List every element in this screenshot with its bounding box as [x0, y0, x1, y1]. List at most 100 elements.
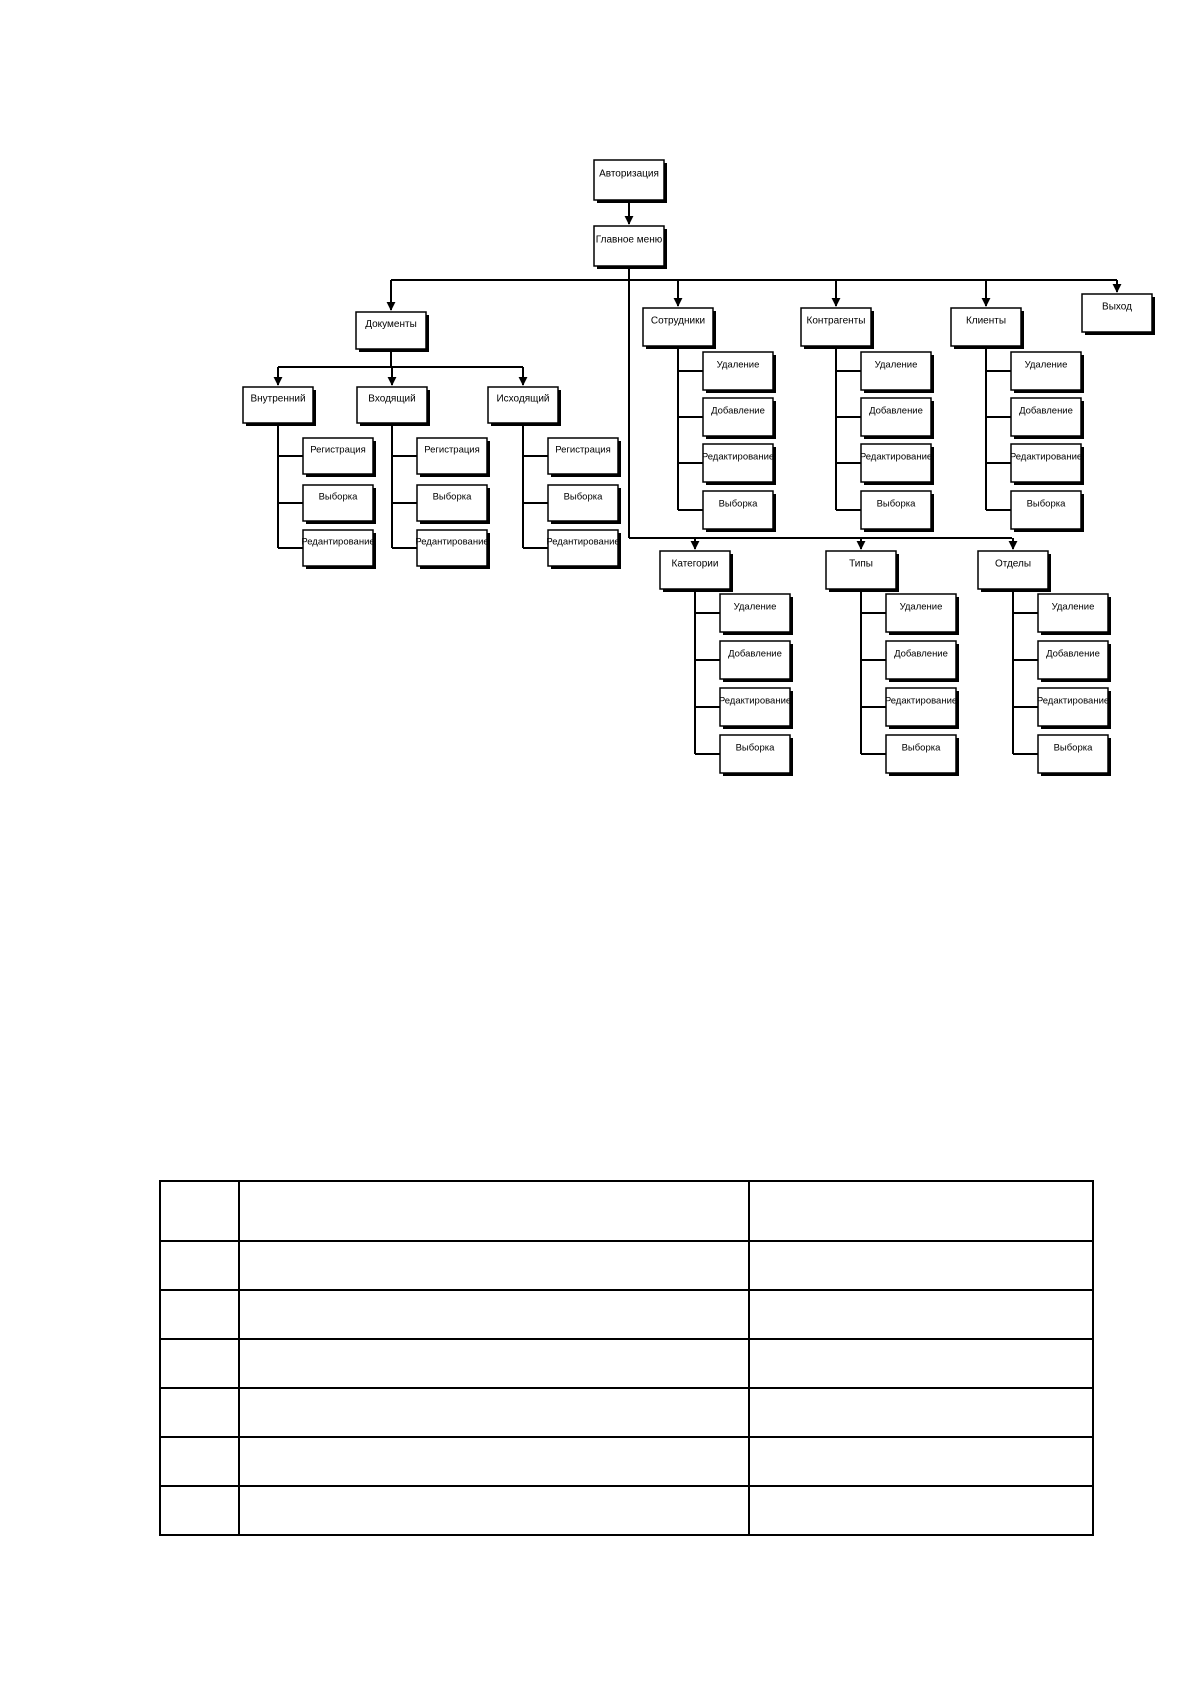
node-doc-item-2-3: Редантирование: [415, 529, 490, 569]
table-cell: [238, 1180, 750, 1242]
node-upper-item-1-2-label: Добавление: [711, 406, 765, 417]
node-lower-item-2-4-label: Выборка: [902, 743, 942, 754]
node-upper-item-3-1: Удаление: [1010, 351, 1084, 393]
node-lower-item-2-2-label: Добавление: [894, 649, 948, 660]
node-doc-item-3-2: Выборка: [547, 484, 621, 524]
node-doc-group-2: Входящий: [356, 386, 430, 426]
node-upper-item-2-4: Выборка: [860, 490, 934, 532]
node-authorization-label: Авторизация: [599, 169, 659, 180]
table-cell: [159, 1180, 240, 1242]
table-row: [159, 1240, 1094, 1291]
table-row: [159, 1436, 1094, 1487]
node-main-menu: Главное меню: [593, 225, 667, 269]
table-cell: [159, 1240, 240, 1291]
node-upper-item-1-1: Удаление: [702, 351, 776, 393]
table-cell: [159, 1289, 240, 1340]
table-cell: [748, 1240, 1094, 1291]
node-doc-item-1-2: Выборка: [302, 484, 376, 524]
node-lower-item-1-2-label: Добавление: [728, 649, 782, 660]
node-exit: Выход: [1081, 293, 1155, 335]
table-cell: [238, 1485, 750, 1536]
node-documents-label: Документы: [365, 319, 417, 330]
node-upper-item-3-3-label: Редактирование: [1010, 452, 1082, 463]
node-upper-item-1-3: Редактирование: [702, 443, 776, 485]
node-doc-item-3-3-label: Редантирование: [546, 537, 619, 548]
table-cell: [238, 1436, 750, 1487]
table-cell: [748, 1338, 1094, 1389]
node-upper-item-1-3-label: Редактирование: [702, 452, 774, 463]
node-upper-item-3-4-label: Выборка: [1027, 499, 1067, 510]
table-cell: [748, 1180, 1094, 1242]
node-doc-item-1-1-label: Регистрация: [310, 445, 366, 456]
node-upper-item-1-4-label: Выборка: [719, 499, 759, 510]
node-doc-group-1-label: Внутренний: [250, 394, 305, 405]
node-doc-item-3-3: Редантирование: [546, 529, 621, 569]
node-upper-item-1-4: Выборка: [702, 490, 776, 532]
node-upper-2: Контрагенты: [800, 307, 874, 349]
table-row: [159, 1338, 1094, 1389]
table-cell: [159, 1485, 240, 1536]
node-doc-item-3-2-label: Выборка: [564, 492, 604, 503]
node-doc-group-2-label: Входящий: [368, 394, 415, 405]
node-upper-2-label: Контрагенты: [807, 316, 866, 327]
node-doc-item-2-2-label: Выборка: [433, 492, 473, 503]
table-cell: [238, 1387, 750, 1438]
table-cell: [238, 1338, 750, 1389]
table-cell: [748, 1387, 1094, 1438]
node-lower-item-3-1: Удаление: [1037, 593, 1111, 635]
node-upper-item-3-1-label: Удаление: [1025, 360, 1068, 371]
node-upper-item-2-1-label: Удаление: [875, 360, 918, 371]
node-lower-2-label: Типы: [849, 559, 873, 570]
node-doc-item-2-1-label: Регистрация: [424, 445, 480, 456]
node-exit-label: Выход: [1102, 302, 1132, 313]
node-lower-item-3-1-label: Удаление: [1052, 602, 1095, 613]
node-lower-item-3-2: Добавление: [1037, 640, 1111, 682]
node-upper-3: Клиенты: [950, 307, 1024, 349]
node-upper-item-3-3: Редактирование: [1010, 443, 1084, 485]
table-cell: [238, 1289, 750, 1340]
node-lower-item-1-2: Добавление: [719, 640, 793, 682]
node-doc-group-3: Исходящий: [487, 386, 561, 426]
table-cell: [748, 1485, 1094, 1536]
table-cell: [159, 1436, 240, 1487]
table-cell: [159, 1338, 240, 1389]
node-doc-item-1-1: Регистрация: [302, 437, 376, 477]
node-upper-item-1-1-label: Удаление: [717, 360, 760, 371]
node-lower-3-label: Отделы: [995, 559, 1031, 570]
node-lower-item-1-3: Редактирование: [719, 687, 793, 729]
node-doc-group-1: Внутренний: [242, 386, 316, 426]
node-doc-item-2-3-label: Редантирование: [415, 537, 488, 548]
node-upper-item-2-3-label: Редактирование: [860, 452, 932, 463]
node-upper-item-3-4: Выборка: [1010, 490, 1084, 532]
node-doc-item-1-3: Редантирование: [301, 529, 376, 569]
node-lower-2: Типы: [825, 550, 899, 592]
node-lower-item-3-3: Редактирование: [1037, 687, 1111, 729]
table-cell: [238, 1240, 750, 1291]
table-cell: [159, 1387, 240, 1438]
node-doc-item-1-3-label: Редантирование: [301, 537, 374, 548]
table-row: [159, 1387, 1094, 1438]
empty-table: [159, 1180, 1094, 1536]
node-lower-item-2-1: Удаление: [885, 593, 959, 635]
node-doc-item-2-1: Регистрация: [416, 437, 490, 477]
node-lower-3: Отделы: [977, 550, 1051, 592]
node-upper-item-2-1: Удаление: [860, 351, 934, 393]
node-upper-item-2-3: Редактирование: [860, 443, 934, 485]
node-lower-item-3-2-label: Добавление: [1046, 649, 1100, 660]
node-lower-item-2-2: Добавление: [885, 640, 959, 682]
node-lower-1-label: Категории: [672, 559, 719, 570]
node-lower-item-1-4: Выборка: [719, 734, 793, 776]
node-upper-3-label: Клиенты: [966, 316, 1006, 327]
node-main-menu-label: Главное меню: [596, 235, 663, 246]
node-lower-item-1-3-label: Редактирование: [719, 696, 791, 707]
node-lower-item-3-4-label: Выборка: [1054, 743, 1094, 754]
node-doc-item-3-1-label: Регистрация: [555, 445, 611, 456]
node-upper-1: Сотрудники: [642, 307, 716, 349]
node-upper-item-2-2-label: Добавление: [869, 406, 923, 417]
node-doc-group-3-label: Исходящий: [496, 394, 549, 405]
node-lower-item-3-3-label: Редактирование: [1037, 696, 1109, 707]
node-lower-item-2-3-label: Редактирование: [885, 696, 957, 707]
node-upper-item-3-2: Добавление: [1010, 397, 1084, 439]
